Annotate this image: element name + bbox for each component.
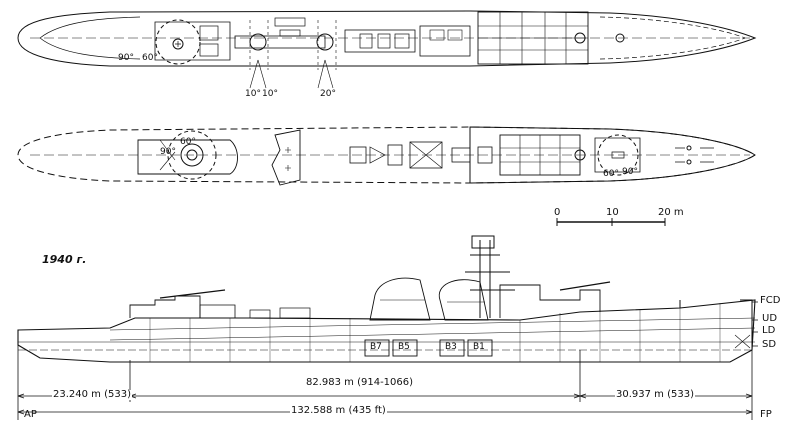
scale-bar xyxy=(556,218,666,226)
fore-perpendicular: FP xyxy=(760,409,772,420)
aft-perpendicular: AP xyxy=(24,409,37,420)
dimension-aft: 23.240 m (533) xyxy=(52,389,132,400)
deck-label-sd: SD xyxy=(762,339,777,350)
side-funnel-aft xyxy=(369,277,431,321)
dimension-fore: 30.937 m (533) xyxy=(615,389,695,400)
dimension-total: 132.588 m (435 ft) xyxy=(290,405,387,416)
angle-label: 90° xyxy=(118,53,134,63)
angle-label: 60° xyxy=(603,169,619,179)
deck-label-fcd: FCD xyxy=(760,295,781,306)
angle-label: 90° xyxy=(160,147,176,157)
boiler-label-b1: B1 xyxy=(473,342,485,352)
scale-zero: 0 xyxy=(554,207,561,218)
angle-label: 60° xyxy=(180,137,196,147)
side-funnel-fore xyxy=(438,279,489,321)
angle-label: 10° xyxy=(245,89,261,99)
lower-plan-view xyxy=(17,126,756,186)
lower-aft-turret xyxy=(137,139,238,175)
boiler-label-b3: B3 xyxy=(445,342,457,352)
deck-label-ld: LD xyxy=(762,325,776,336)
scale-twenty: 20 m xyxy=(658,207,684,218)
boiler-label-b5: B5 xyxy=(398,342,410,352)
angle-label: 20° xyxy=(320,89,336,99)
side-hull xyxy=(17,299,756,363)
dimension-mid: 82.983 m (914-1066) xyxy=(305,377,415,388)
lower-plan-hull xyxy=(17,126,756,184)
angle-label: 10° xyxy=(262,89,278,99)
year-label: 1940 г. xyxy=(42,253,87,266)
upper-aft-turret-arc xyxy=(155,19,201,65)
boiler-label-b7: B7 xyxy=(370,342,382,352)
upper-plan-hull xyxy=(17,10,757,67)
upper-plan-view xyxy=(17,10,757,89)
angle-label: 60° xyxy=(142,53,158,63)
deck-label-ud: UD xyxy=(762,313,778,324)
angle-label: 90° xyxy=(622,167,638,177)
scale-ten: 10 xyxy=(606,207,619,218)
side-elevation xyxy=(17,235,758,363)
